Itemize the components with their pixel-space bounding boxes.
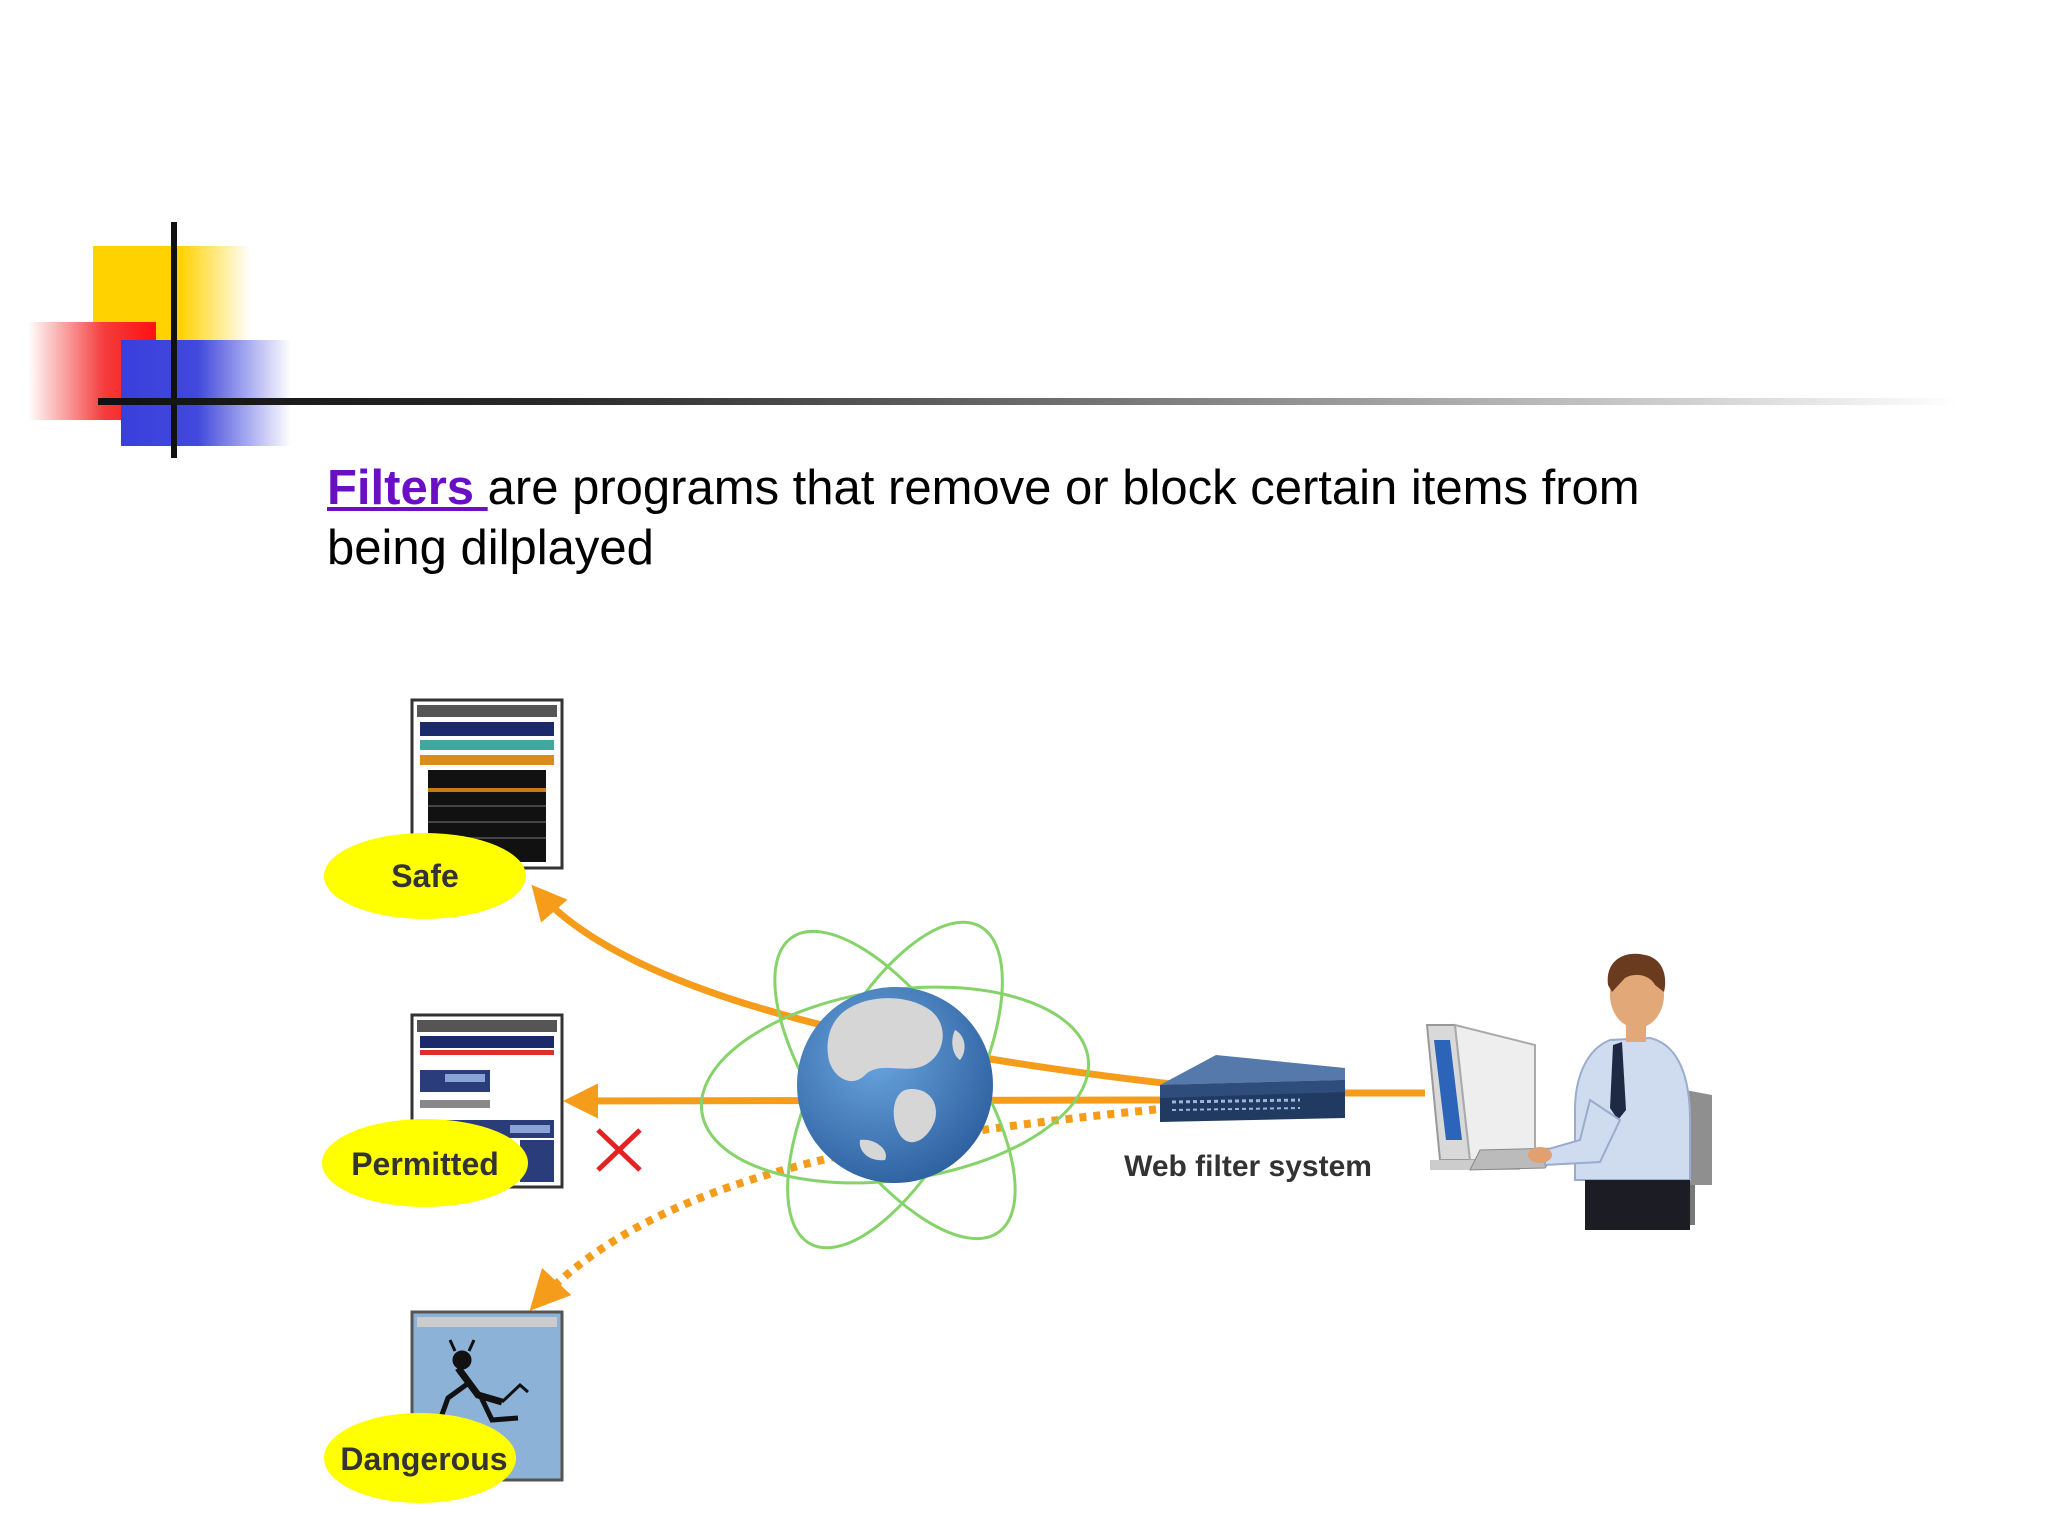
safe-bubble: Safe bbox=[324, 833, 526, 919]
body-text: Filters are programs that remove or bloc… bbox=[327, 458, 1757, 578]
body-text-line1: are programs that remove or block certai… bbox=[487, 461, 1640, 515]
dangerous-bubble: Dangerous bbox=[324, 1413, 516, 1503]
dangerous-label: Dangerous bbox=[340, 1441, 507, 1477]
permitted-label: Permitted bbox=[351, 1146, 499, 1182]
accent-vertical-line bbox=[171, 222, 177, 458]
globe-icon bbox=[699, 920, 1091, 1250]
filters-link[interactable]: Filters bbox=[327, 461, 488, 515]
title-divider-line bbox=[98, 398, 1958, 405]
devil-figure-icon bbox=[437, 1339, 529, 1423]
router-icon bbox=[1160, 1055, 1345, 1122]
safe-path-arrow bbox=[531, 884, 1181, 1089]
safe-label: Safe bbox=[391, 858, 459, 894]
body-text-line2: being dilplayed bbox=[327, 521, 654, 575]
accent-blue-square bbox=[121, 340, 291, 446]
block-x-icon bbox=[596, 1128, 642, 1172]
permitted-bubble: Permitted bbox=[322, 1119, 528, 1207]
web-filter-label: Web filter system bbox=[1124, 1150, 1372, 1183]
user-at-computer-icon bbox=[1425, 953, 1712, 1230]
